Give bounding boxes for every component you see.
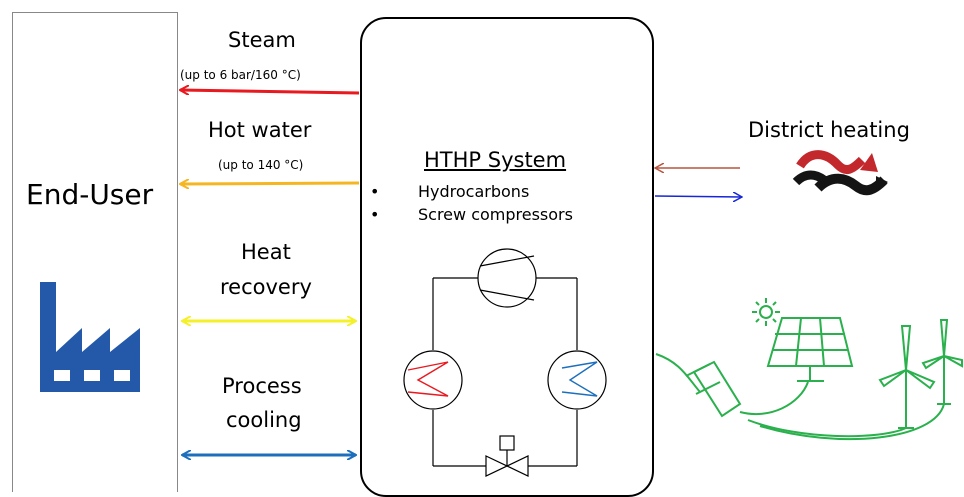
heat-recovery-label-2: recovery xyxy=(220,275,312,299)
wind-turbine-icon xyxy=(921,319,963,405)
hthp-bullet-item: •Screw compressors xyxy=(370,205,573,224)
plug-icon xyxy=(685,360,742,418)
process-cooling-label-1: Process xyxy=(222,374,302,398)
hthp-bullet-list: •Hydrocarbons •Screw compressors xyxy=(370,180,573,226)
district-heating-label: District heating xyxy=(748,118,910,142)
steam-sublabel: (up to 6 bar/160 °C) xyxy=(180,68,301,82)
steam-label: Steam xyxy=(228,28,296,52)
hot-water-sublabel: (up to 140 °C) xyxy=(218,158,304,172)
hot-water-arrow xyxy=(180,183,360,184)
process-cooling-label-2: cooling xyxy=(226,408,302,432)
expansion-valve-symbol xyxy=(485,435,529,477)
wind-turbine-icon xyxy=(878,325,936,429)
heat-recovery-label-1: Heat xyxy=(241,240,291,264)
hthp-bullet-item: •Hydrocarbons xyxy=(370,182,530,201)
end-user-box xyxy=(12,12,178,492)
steam-arrow xyxy=(180,90,360,93)
compressor-symbol xyxy=(477,248,537,308)
district-heating-out-arrow xyxy=(654,196,742,197)
sun-icon xyxy=(759,305,773,319)
district-heating-logo xyxy=(792,150,888,196)
hot-water-label: Hot water xyxy=(208,118,312,142)
hthp-title: HTHP System xyxy=(424,148,567,172)
end-user-title: End-User xyxy=(26,178,154,211)
diagram-graphics xyxy=(40,0,963,477)
solar-panel-wind-turbines-plug-icon xyxy=(655,298,963,440)
heat-pump-cycle xyxy=(432,277,578,467)
heat-exchanger-cold-symbol xyxy=(547,350,607,410)
heat-exchanger-hot-symbol xyxy=(403,350,463,410)
factory-icon xyxy=(40,282,140,392)
solar-panel-icon xyxy=(766,317,854,367)
